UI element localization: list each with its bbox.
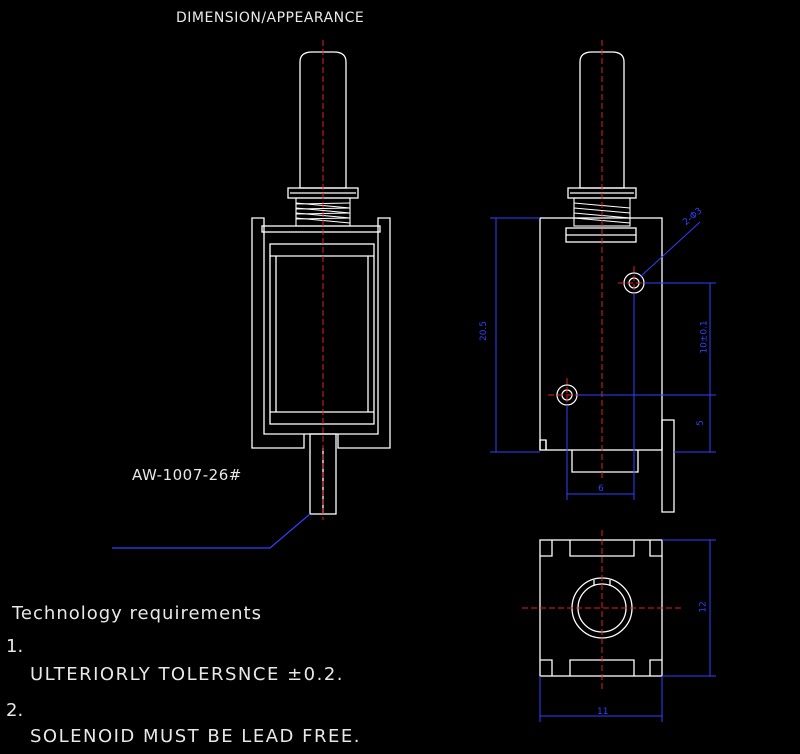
bottom-centerlines	[522, 530, 684, 690]
bottom-dimensions	[539, 539, 716, 722]
part-number: AW-1007-26#	[132, 466, 242, 484]
dim-bottom-width: 11	[597, 707, 609, 717]
frame	[251, 217, 391, 449]
side-view	[539, 51, 675, 513]
frame-top	[261, 225, 381, 233]
requirements-heading: Technology requirements	[12, 603, 262, 624]
requirement-number: 1.	[6, 636, 24, 657]
side-centerlines	[548, 40, 652, 480]
coil	[269, 243, 375, 425]
dim-hole-offset: 6	[598, 484, 604, 494]
side-dimensions	[490, 217, 716, 500]
dim-hole-spacing: 10±0.1	[699, 320, 710, 354]
part-leader	[112, 513, 311, 549]
front-view	[251, 51, 391, 515]
side-tab-right	[661, 419, 675, 513]
plunger	[299, 51, 347, 189]
dim-side-width: 12	[698, 601, 709, 613]
dim-overall-height: 20.5	[479, 320, 490, 342]
requirement-number: 2.	[6, 700, 24, 721]
dim-bottom-offset: 5	[695, 420, 706, 426]
requirement-text: ULTERIORLY TOLERSNCE ±0.2.	[30, 664, 344, 685]
side-tab-left	[539, 439, 547, 450]
requirement-text: SOLENOID MUST BE LEAD FREE.	[30, 726, 361, 747]
side-plunger	[579, 51, 625, 189]
side-body	[539, 217, 663, 451]
drawing-title: DIMENSION/APPEARANCE	[176, 10, 365, 26]
mounting-holes	[556, 272, 645, 406]
